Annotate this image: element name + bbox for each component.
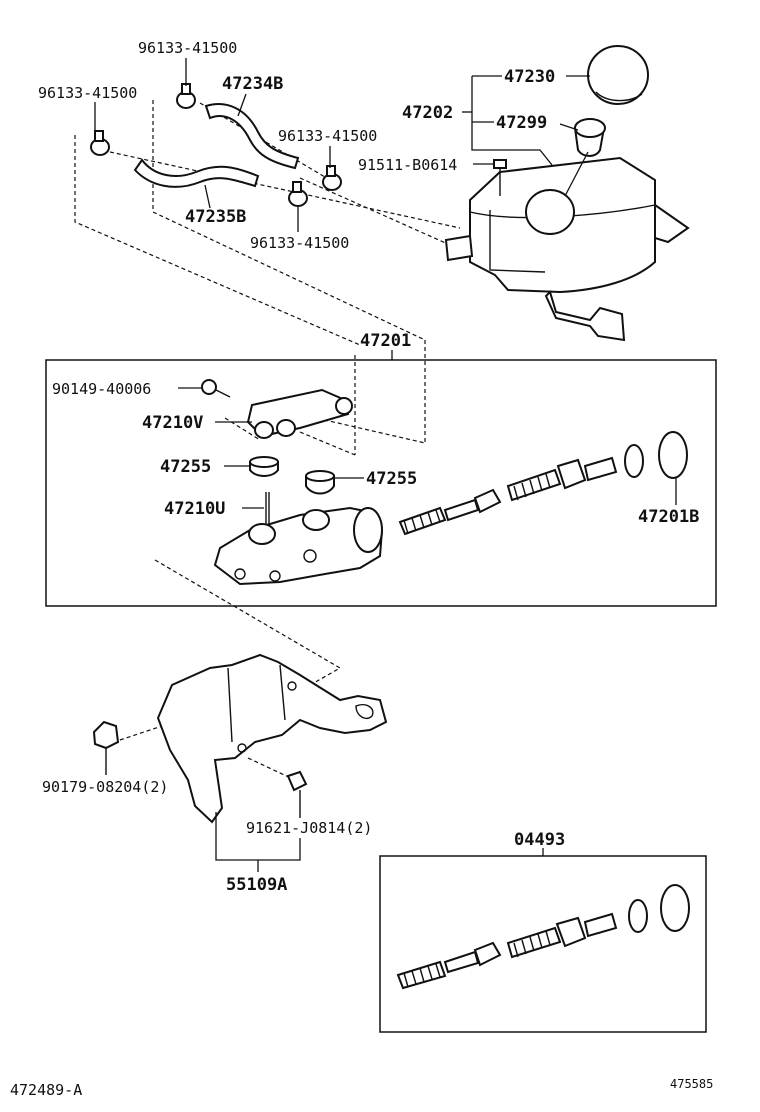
bracket-55109a-part <box>156 653 388 824</box>
seal-ring-large <box>658 431 688 479</box>
reservoir-cap-47230 <box>587 45 649 105</box>
label-clamp-right-lower: 96133-41500 <box>250 234 349 252</box>
label-reservoir-cap: 47230 <box>504 67 555 87</box>
reference-number: 475585 <box>670 1077 713 1091</box>
kit-piston-rear <box>506 912 618 959</box>
label-hose-47235b: 47235B <box>185 207 246 227</box>
grommet-left-part <box>249 456 279 477</box>
piston-rear <box>506 456 618 502</box>
label-repair-kit-04493: 04493 <box>514 830 565 850</box>
label-clamp-left: 96133-41500 <box>38 84 137 102</box>
nut-90179-part <box>92 720 120 775</box>
kit-seal-large <box>660 884 690 932</box>
screw-90149-part <box>201 379 231 398</box>
label-clamp-right-upper: 96133-41500 <box>278 127 377 145</box>
clamp-right-upper-part <box>322 165 342 191</box>
grommet-right-part <box>305 470 335 495</box>
bolt-91621-part <box>286 770 308 818</box>
union-47210v-part <box>246 388 353 439</box>
hose-47235b <box>133 158 260 188</box>
label-clamp-top: 96133-41500 <box>138 39 237 57</box>
label-pin-47210u: 47210U <box>164 499 225 519</box>
label-strainer: 47299 <box>496 113 547 133</box>
label-bracket-55109a: 55109A <box>226 875 287 895</box>
reservoir-tank <box>444 156 690 342</box>
label-nut-90179: 90179-08204(2) <box>42 778 168 796</box>
label-hose-47234b: 47234B <box>222 74 283 94</box>
figure-code: 472489-A <box>10 1081 82 1099</box>
label-grommet-right: 47255 <box>366 469 417 489</box>
label-reservoir-assy: 47202 <box>402 103 453 123</box>
hose-leaders <box>94 58 331 232</box>
master-cylinder-box <box>45 359 717 607</box>
label-screw-91511: 91511-B0614 <box>358 156 457 174</box>
kit-seal-small <box>628 899 648 933</box>
master-cylinder-body <box>213 506 384 586</box>
clamp-top-part <box>176 83 196 109</box>
clamp-left-part <box>90 130 110 156</box>
kit-piston-front <box>396 941 502 990</box>
labels: 96133-41500 96133-41500 47234B 96133-415… <box>10 39 713 1099</box>
hose-47234b <box>204 103 300 170</box>
pin-47210u-part <box>265 492 270 525</box>
label-grommet-left: 47255 <box>160 457 211 477</box>
seal-ring-small <box>624 444 644 478</box>
strainer-47299 <box>573 118 606 157</box>
piston-front <box>398 488 502 536</box>
clamp-right-lower-part <box>288 181 308 207</box>
label-union-47210v: 47210V <box>142 413 203 433</box>
label-kit-47201b: 47201B <box>638 507 699 527</box>
reservoir-leaders <box>462 75 590 197</box>
label-bolt-91621: 91621-J0814(2) <box>246 819 372 837</box>
label-master-cylinder-assy: 47201 <box>360 331 411 351</box>
label-screw-90149: 90149-40006 <box>52 380 151 398</box>
